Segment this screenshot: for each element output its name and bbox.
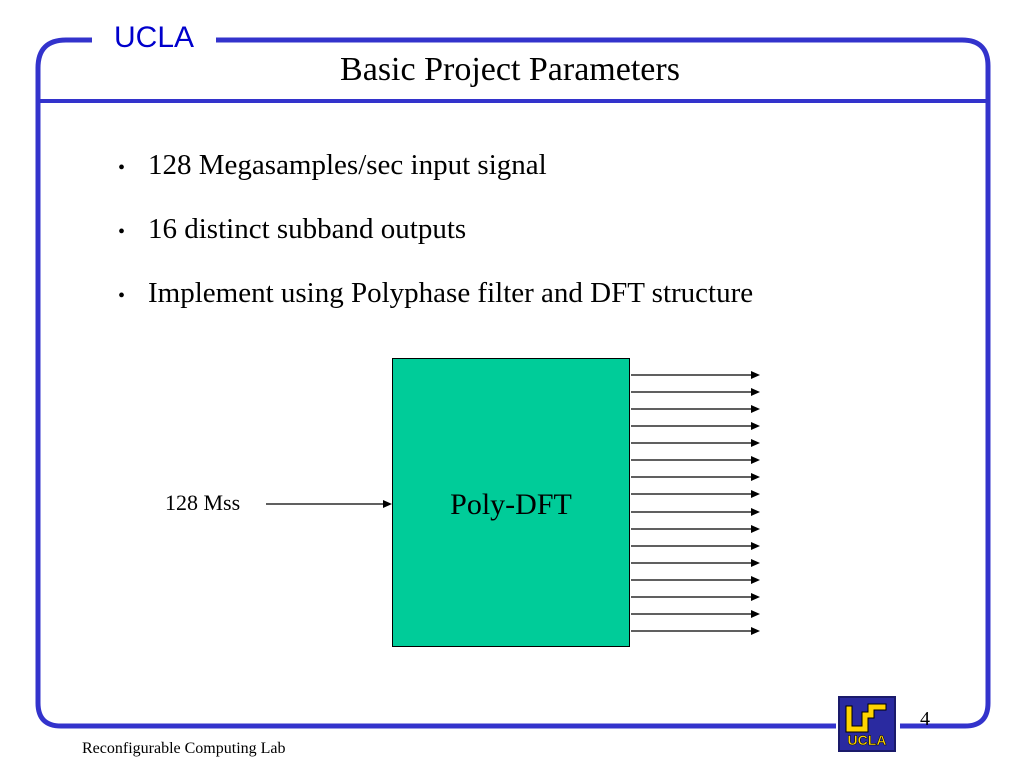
output-arrow	[631, 456, 760, 464]
logo-text: UCLA	[848, 732, 887, 748]
output-arrow	[631, 508, 760, 516]
output-arrow	[631, 473, 760, 481]
bullet-item: • 16 distinct subband outputs	[118, 210, 753, 251]
output-arrow	[631, 627, 760, 635]
output-arrow	[631, 422, 760, 430]
bullet-list: • 128 Megasamples/sec input signal • 16 …	[118, 146, 753, 338]
output-arrow	[631, 490, 760, 498]
logo-icon: UCLA	[845, 703, 887, 748]
output-arrow	[631, 525, 760, 533]
output-arrow	[631, 388, 760, 396]
bullet-text: Implement using Polyphase filter and DFT…	[148, 277, 754, 309]
bullet-icon: •	[118, 221, 126, 243]
output-arrow	[631, 371, 760, 379]
slide-title: Basic Project Parameters	[340, 51, 680, 88]
page-number: 4	[920, 708, 930, 730]
bullet-icon: •	[118, 285, 126, 307]
ucla-ee-logo: UCLA	[838, 696, 896, 752]
org-name: UCLA	[96, 18, 212, 58]
input-arrow	[266, 500, 392, 508]
output-arrow	[631, 610, 760, 618]
output-arrow	[631, 559, 760, 567]
poly-dft-block	[392, 358, 630, 647]
footer-lab-name: Reconfigurable Computing Lab	[82, 740, 286, 757]
output-arrow	[631, 542, 760, 550]
output-arrow	[631, 576, 760, 584]
bullet-text: 16 distinct subband outputs	[148, 213, 467, 245]
bullet-text: 128 Megasamples/sec input signal	[148, 149, 547, 181]
bullet-item: • Implement using Polyphase filter and D…	[118, 274, 753, 315]
output-arrow	[631, 439, 760, 447]
output-arrow	[631, 405, 760, 413]
bullet-icon: •	[118, 157, 126, 179]
input-signal-label: 128 Mss	[165, 490, 241, 515]
bullet-item: • 128 Megasamples/sec input signal	[118, 146, 753, 187]
output-arrow	[631, 593, 760, 601]
poly-dft-block-label: Poly-DFT	[450, 488, 572, 521]
